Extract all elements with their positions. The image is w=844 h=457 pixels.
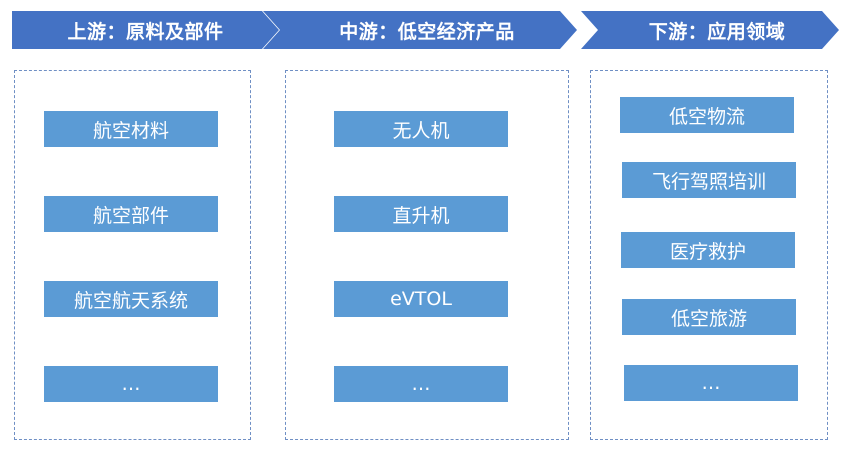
downstream-item-medical-rescue: 医疗救护	[621, 232, 795, 268]
midstream-item-ellipsis: …	[334, 366, 508, 402]
midstream-header-chevron: 中游：低空经济产品	[263, 11, 577, 49]
midstream-item-helicopter: 直升机	[334, 196, 508, 232]
downstream-header-label: 下游：应用领域	[648, 20, 786, 43]
downstream-item-low-altitude-tourism: 低空旅游	[622, 299, 796, 335]
downstream-item-ellipsis: …	[624, 365, 798, 401]
downstream-item-low-altitude-logistics: 低空物流	[620, 97, 794, 133]
downstream-item-pilot-license-training: 飞行驾照培训	[622, 162, 796, 198]
downstream-column: 低空物流 飞行驾照培训 医疗救护 低空旅游 …	[590, 70, 828, 440]
upstream-item-ellipsis: …	[44, 366, 218, 402]
midstream-column: 无人机 直升机 eVTOL …	[285, 70, 569, 440]
downstream-header-chevron: 下游：应用领域	[581, 11, 839, 49]
chevron-shape	[581, 11, 839, 49]
chevron-shape	[263, 11, 577, 49]
upstream-item-aviation-parts: 航空部件	[44, 196, 218, 232]
chevron-shape	[12, 11, 279, 49]
midstream-item-evtol: eVTOL	[334, 281, 508, 317]
upstream-item-aerospace-systems: 航空航天系统	[44, 281, 218, 317]
midstream-item-drone: 无人机	[334, 111, 508, 147]
upstream-header-label: 上游：原料及部件	[67, 20, 224, 43]
upstream-column: 航空材料 航空部件 航空航天系统 …	[14, 70, 251, 440]
upstream-header-chevron: 上游：原料及部件	[12, 11, 279, 49]
upstream-item-aviation-materials: 航空材料	[44, 111, 218, 147]
midstream-header-label: 中游：低空经济产品	[339, 20, 515, 43]
